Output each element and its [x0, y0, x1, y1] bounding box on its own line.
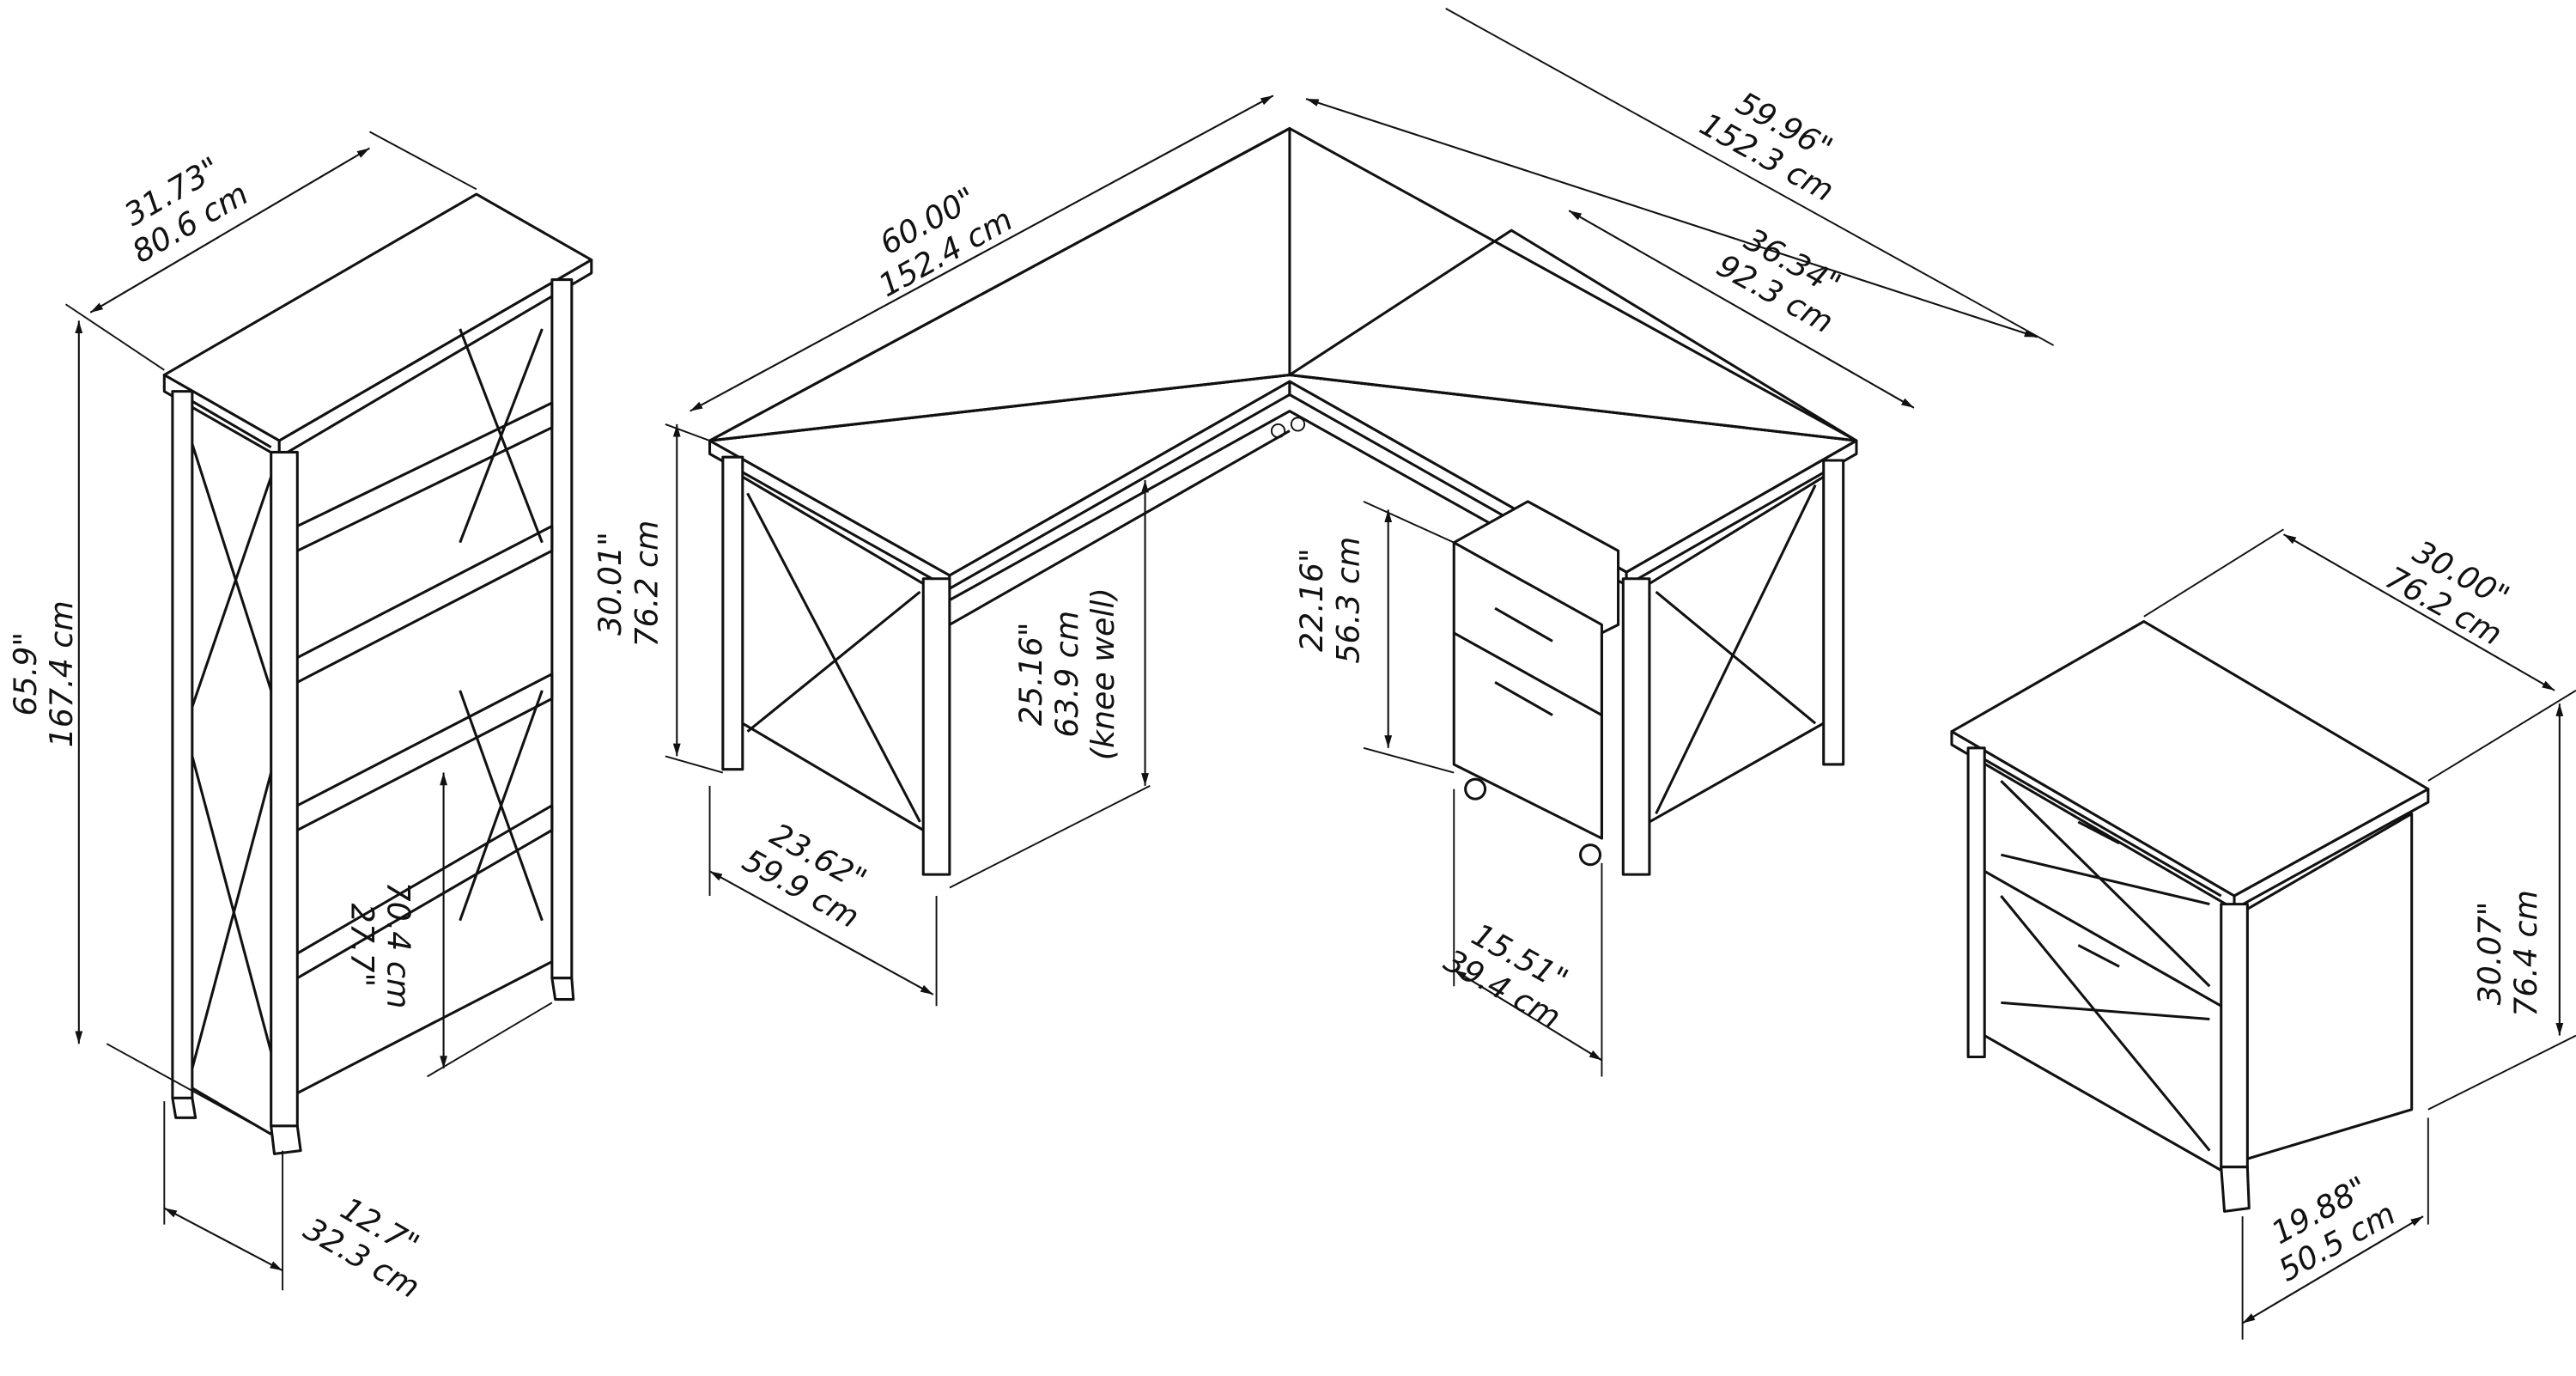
svg-text:15.51"39.4 cm: 15.51"39.4 cm	[1438, 910, 1585, 1036]
bookcase-height-in: 65.9"	[7, 632, 44, 716]
desk-height-in: 30.01"	[592, 532, 629, 636]
bookcase-shelf-gap-in: 27.7"	[343, 904, 380, 988]
bookcase-height-cm: 167.4 cm	[43, 600, 80, 747]
svg-text:30.07"76.4 cm: 30.07"76.4 cm	[2471, 890, 2544, 1017]
bookcase-drawing	[64, 131, 593, 1291]
knee-well-in: 25.16"	[1012, 622, 1049, 726]
knee-well-cm: 63.9 cm	[1048, 611, 1085, 738]
svg-text:65.9"167.4 cm: 65.9"167.4 cm	[7, 600, 80, 747]
svg-text:19.88"50.5 cm: 19.88"50.5 cm	[2255, 1163, 2402, 1288]
bookcase-shelf-gap-cm: 70.4 cm	[380, 881, 417, 1008]
l-desk-drawing	[665, 8, 2055, 1077]
svg-text:30.01"76.2 cm: 30.01"76.2 cm	[592, 521, 665, 648]
lateral-file-height-in: 30.07"	[2471, 902, 2508, 1006]
svg-text:70.4 cm27.7": 70.4 cm27.7"	[343, 881, 416, 1008]
lateral-file-height-cm: 76.4 cm	[2507, 890, 2544, 1017]
svg-text:60.00"152.4 cm: 60.00"152.4 cm	[854, 169, 1018, 304]
svg-text:30.00"76.2 cm: 30.00"76.2 cm	[2379, 527, 2526, 653]
svg-text:22.16"56.3 cm: 22.16"56.3 cm	[1293, 537, 1366, 664]
svg-text:25.16"63.9 cm(knee well): 25.16"63.9 cm(knee well)	[1012, 588, 1121, 760]
svg-text:12.7"32.3 cm: 12.7"32.3 cm	[298, 1179, 445, 1306]
svg-text:23.62"59.9 cm: 23.62"59.9 cm	[737, 810, 884, 935]
svg-text:59.96"152.3 cm: 59.96"152.3 cm	[1694, 74, 1858, 209]
svg-text:31.73"80.6 cm: 31.73"80.6 cm	[108, 143, 255, 271]
mobile-file-height-cm: 56.3 cm	[1329, 537, 1366, 664]
lateral-file-drawing	[1950, 528, 2576, 1340]
svg-text:36.34"92.3 cm: 36.34"92.3 cm	[1710, 215, 1857, 340]
knee-well-note: (knee well)	[1084, 588, 1121, 760]
desk-height-cm: 76.2 cm	[628, 521, 665, 648]
mobile-file-height-in: 22.16"	[1293, 548, 1330, 652]
